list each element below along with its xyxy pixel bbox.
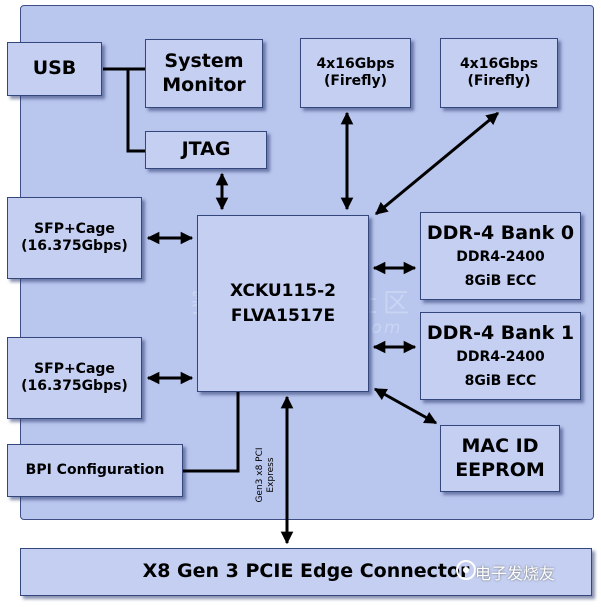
jtag-label: JTAG <box>181 138 231 161</box>
usb-bus-lines <box>103 67 145 153</box>
watermark-corner: 电子发烧友 <box>475 564 556 583</box>
usb-label: USB <box>32 57 77 80</box>
firefly-2-line2: (Firefly) <box>467 73 531 89</box>
sfp-cage-block-1: SFP+Cage (16.375Gbps) <box>7 197 142 279</box>
firefly-1-line1: 4x16Gbps <box>316 55 395 72</box>
ddr4-bank1-block: DDR-4 Bank 1 DDR4-2400 8GiB ECC <box>420 312 581 400</box>
pcie-link-line1: Gen3 x8 PCI <box>255 447 266 503</box>
ddr-bank1-size: 8GiB ECC <box>464 372 537 389</box>
corner-logo-icon <box>456 560 476 580</box>
firefly-1-line2: (Firefly) <box>323 73 388 89</box>
fpga-package: FLVA1517E <box>230 305 336 326</box>
fpga-macid-arrow <box>373 387 438 425</box>
firefly-block-2: 4x16Gbps (Firefly) <box>440 38 558 108</box>
firefly-block-1: 4x16Gbps (Firefly) <box>300 38 411 108</box>
bpi-label: BPI Configuration <box>25 461 165 478</box>
fpga-part: XCKU115-2 <box>229 280 337 301</box>
system-monitor-block: System Monitor <box>145 39 263 108</box>
bpi-configuration-block: BPI Configuration <box>7 444 183 497</box>
ddr-bank1-speed: DDR4-2400 <box>456 349 545 366</box>
firefly-2-line1: 4x16Gbps <box>459 55 539 72</box>
pcie-edge-connector-block: X8 Gen 3 PCIE Edge Connector <box>20 548 592 596</box>
pcie-link-label: Gen3 x8 PCI Express <box>221 447 311 502</box>
mac-id-line1: MAC ID <box>461 434 539 457</box>
sfp-cage-block-2: SFP+Cage (16.375Gbps) <box>7 337 142 419</box>
mac-id-eeprom-block: MAC ID EEPROM <box>440 425 560 492</box>
fpga-block: XCKU115-2 FLVA1517E <box>197 215 369 392</box>
sfp-2-line2: (16.375Gbps) <box>21 378 128 394</box>
sfp-2-line1: SFP+Cage <box>34 360 115 377</box>
pcie-link-line2: Express <box>266 457 276 493</box>
ddr-bank0-speed: DDR4-2400 <box>456 249 545 266</box>
usb-block: USB <box>7 42 102 96</box>
system-monitor-line1: System <box>164 49 244 72</box>
ddr-bank0-size: 8GiB ECC <box>464 272 537 289</box>
jtag-block: JTAG <box>145 131 267 169</box>
ddr-bank0-title: DDR-4 Bank 0 <box>426 221 575 244</box>
bpi-fpga-line <box>183 392 240 473</box>
ddr4-bank0-block: DDR-4 Bank 0 DDR4-2400 8GiB ECC <box>420 212 581 300</box>
sfp-1-line1: SFP+Cage <box>34 220 115 237</box>
system-monitor-line2: Monitor <box>162 73 246 96</box>
sfp-1-line2: (16.375Gbps) <box>21 238 128 254</box>
ddr-bank1-title: DDR-4 Bank 1 <box>426 321 575 344</box>
pcie-connector-label: X8 Gen 3 PCIE Edge Connector <box>142 560 470 583</box>
firefly2-fpga-arrow <box>375 111 499 216</box>
mac-id-line2: EEPROM <box>455 458 545 481</box>
